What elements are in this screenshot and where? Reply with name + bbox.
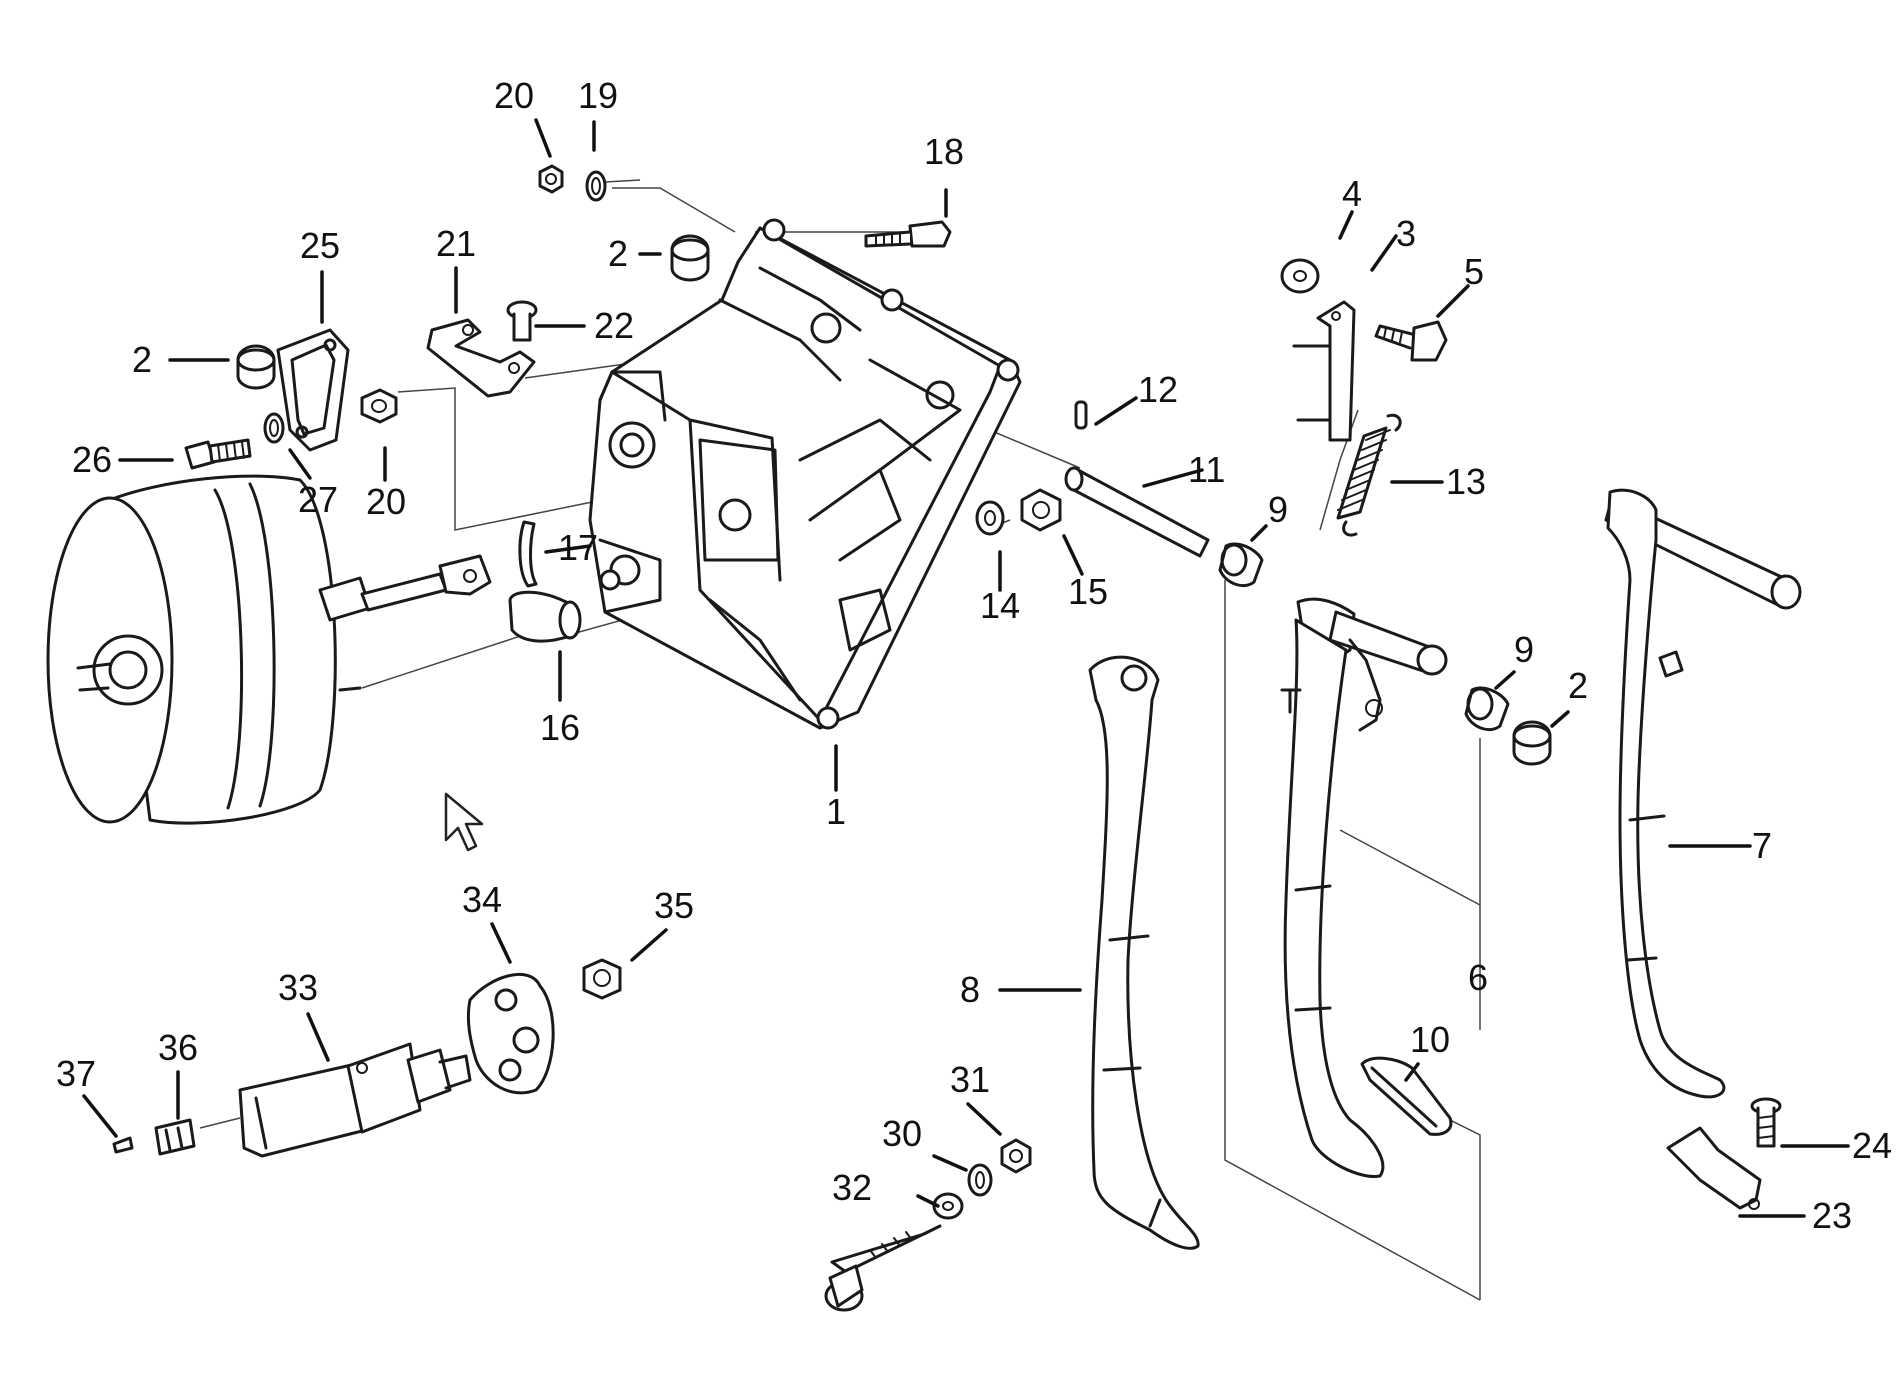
washer-part-32	[932, 1192, 964, 1220]
callout-30: 30	[882, 1113, 922, 1154]
callout-8: 8	[960, 969, 980, 1010]
lock-washer-part-27	[263, 412, 285, 444]
callout-9-upper: 9	[1268, 489, 1288, 530]
nut-part-15	[1020, 488, 1062, 532]
callout-22: 22	[594, 305, 634, 346]
washer-part-14	[975, 500, 1005, 536]
callout-19: 19	[578, 75, 618, 116]
callout-2-right: 2	[1568, 665, 1588, 706]
callout-33: 33	[278, 967, 318, 1008]
callout-36: 36	[158, 1027, 198, 1068]
bushing-part-9-upper	[1218, 542, 1264, 587]
callout-35: 35	[654, 885, 694, 926]
lock-washer-part-30	[967, 1163, 993, 1197]
callout-10: 10	[1410, 1019, 1450, 1060]
pedal-part-7	[1604, 488, 1802, 1099]
bolt-part-26	[184, 438, 252, 470]
callout-5: 5	[1464, 251, 1484, 292]
callout-2-left: 2	[132, 339, 152, 380]
callout-16: 16	[540, 707, 580, 748]
callout-14: 14	[980, 585, 1020, 626]
pedal-part-8	[1088, 655, 1200, 1250]
callout-2-top: 2	[608, 233, 628, 274]
pedal-pad-part-10	[1360, 1056, 1453, 1136]
callout-32: 32	[832, 1167, 872, 1208]
callout-25: 25	[300, 225, 340, 266]
plug-part-2-left	[236, 344, 276, 390]
mounting-plate-part-34	[466, 973, 555, 1095]
callout-13: 13	[1446, 461, 1486, 502]
callout-9-lower: 9	[1514, 629, 1534, 670]
bolt-part-18	[864, 220, 952, 248]
gasket-plate-part-25	[276, 328, 350, 452]
cotter-pin-part-17	[518, 520, 538, 588]
pin-part-22	[506, 300, 538, 342]
plug-part-2-right	[1512, 720, 1552, 766]
roll-pin-part-12	[1074, 400, 1088, 430]
callout-37: 37	[56, 1053, 96, 1094]
callout-7: 7	[1752, 825, 1772, 866]
terminal-part-37	[112, 1136, 134, 1154]
nut-part-20-left	[360, 388, 398, 424]
callout-4: 4	[1342, 173, 1362, 214]
pedal-part-6	[1280, 597, 1448, 1178]
bolt-part-5	[1374, 320, 1448, 362]
brake-booster	[46, 474, 492, 825]
callout-21: 21	[436, 223, 476, 264]
callout-26: 26	[72, 439, 112, 480]
callout-17: 17	[558, 527, 598, 568]
connector-part-36	[154, 1118, 196, 1156]
nut-part-31	[1000, 1138, 1032, 1174]
callout-numbers: 1 2 2 2 3 4 5 6 7 8 9 9 10 11 12 13 14 1…	[56, 75, 1892, 1236]
callout-24: 24	[1852, 1125, 1892, 1166]
pedal-stop-part-23	[1666, 1126, 1762, 1210]
callout-27: 27	[298, 479, 338, 520]
callout-18: 18	[924, 131, 964, 172]
clevis-pin-part-16	[508, 590, 582, 643]
callout-23: 23	[1812, 1195, 1852, 1236]
callout-1: 1	[826, 791, 846, 832]
eccentric-bolt	[824, 1224, 942, 1312]
screw-part-24	[1750, 1097, 1782, 1148]
callout-20-left: 20	[366, 481, 406, 522]
return-spring-part-13	[1336, 413, 1402, 537]
lock-washer-part-19	[585, 170, 607, 202]
nut-part-35	[582, 958, 622, 1000]
callout-15: 15	[1068, 571, 1108, 612]
nut-part-20-top	[538, 164, 564, 194]
bushing-part-9-lower	[1464, 686, 1510, 731]
callout-12: 12	[1138, 369, 1178, 410]
bracket-part-3	[1292, 300, 1356, 442]
callout-11: 11	[1188, 449, 1225, 490]
plug-part-2-top	[670, 234, 710, 282]
callout-20-top: 20	[494, 75, 534, 116]
callout-3: 3	[1396, 213, 1416, 254]
callout-31: 31	[950, 1059, 990, 1100]
pivot-shaft-part-11	[1064, 466, 1210, 558]
pedal-bracket-housing	[588, 218, 1022, 730]
stop-light-switch-part-33	[238, 1042, 472, 1158]
mouse-cursor-icon	[444, 792, 484, 852]
callout-34: 34	[462, 879, 502, 920]
callout-leader-lines	[82, 118, 1850, 1218]
callout-6: 6	[1468, 957, 1488, 998]
bracket-part-21	[426, 318, 536, 398]
washer-part-4	[1280, 258, 1320, 294]
